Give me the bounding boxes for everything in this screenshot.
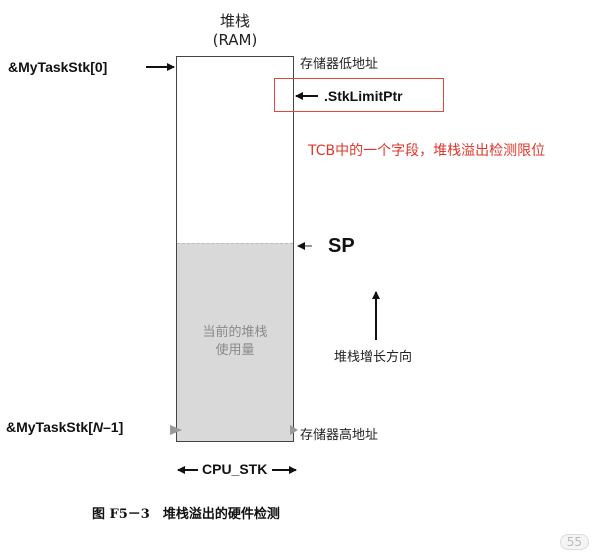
- growth-direction-label: 堆栈增长方向: [334, 350, 413, 365]
- stack-title: 堆栈: [219, 12, 250, 30]
- high-addr-arrow: [290, 425, 298, 435]
- tcb-annotation: TCB中的一个字段，堆栈溢出检测限位: [308, 143, 546, 159]
- stk-end-label: &MyTaskStk[N–1]: [6, 419, 124, 435]
- sp-label: SP: [328, 235, 355, 257]
- used-stack-area: 当前的堆栈 使用量: [177, 243, 293, 441]
- used-stack-label: 当前的堆栈 使用量: [202, 325, 268, 358]
- high-address-label: 存储器高地址: [300, 428, 379, 443]
- stk-start-label: &MyTaskStk[0]: [8, 59, 108, 75]
- stack-box: 当前的堆栈 使用量: [176, 56, 294, 442]
- stk-limit-ptr-label: .StkLimitPtr: [324, 88, 403, 104]
- stk-limit-highlight-box: [274, 78, 444, 112]
- cpu-stk-width-label: CPU_STK: [202, 461, 268, 477]
- low-address-label: 存储器低地址: [300, 57, 379, 72]
- page-number: 55: [559, 534, 589, 550]
- stk-end-arrow: [170, 425, 182, 435]
- figure-caption: 图 F5－3 堆栈溢出的硬件检测: [92, 507, 280, 522]
- stack-subtitle: (RAM): [212, 31, 258, 49]
